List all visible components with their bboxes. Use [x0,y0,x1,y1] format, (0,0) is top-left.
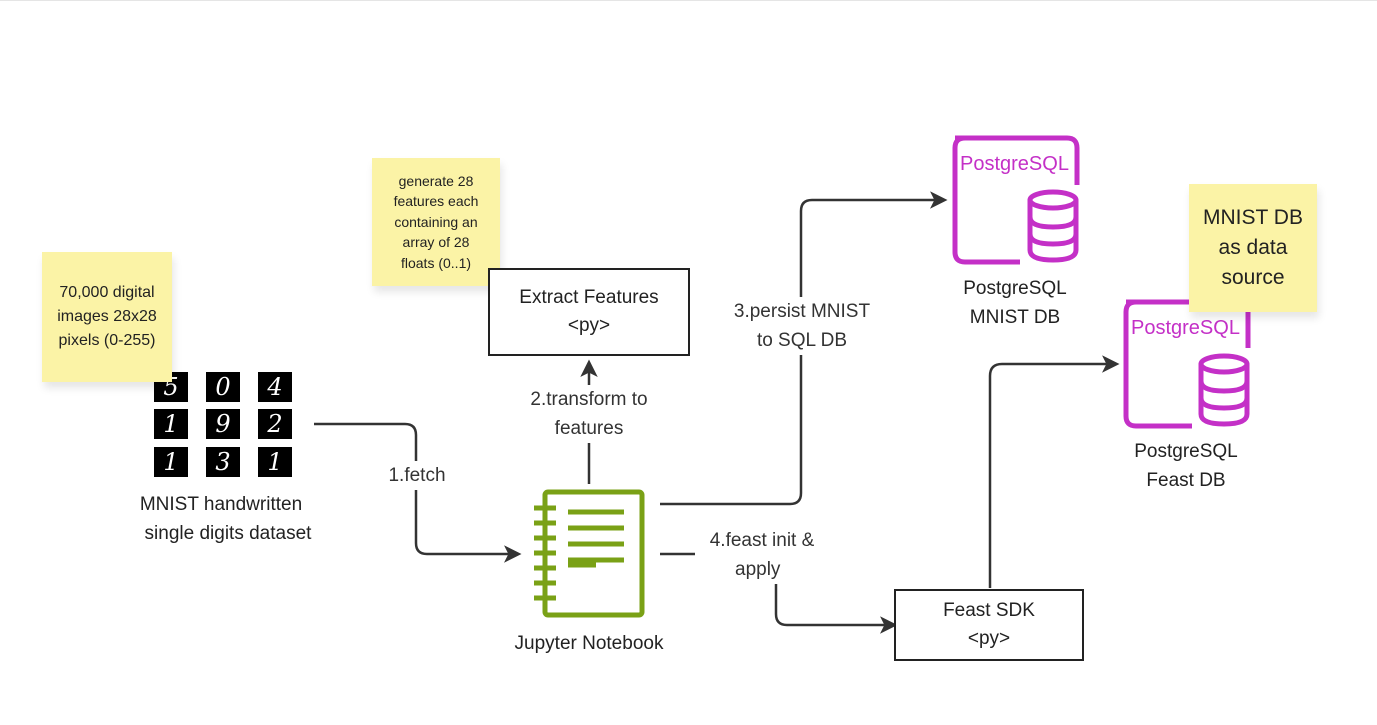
digit-sample: 4 [258,372,292,402]
label-line: MNIST handwritten [139,494,303,515]
edge-feast-to-db [988,355,1120,588]
digit-sample: 3 [206,447,240,477]
label-line: features [554,418,624,439]
top-border [0,0,1377,1]
database-icon [952,135,1080,265]
label-line: MNIST DB [969,307,1061,328]
postgres-feast-label: PostgreSQL Feast DB [1116,437,1256,495]
box-title: Feast SDK [943,600,1035,621]
jupyter-notebook-label: Jupyter Notebook [514,633,664,654]
label-line: Feast DB [1146,470,1226,491]
sticky-note-dataset[interactable]: 70,000 digital images 28x28 pixels (0-25… [42,252,172,382]
box-title: Extract Features [519,287,659,308]
note-line: MNIST DB [1203,206,1303,229]
note-line: generate 28 [398,172,474,189]
sticky-note-data-source[interactable]: MNIST DB as data source [1189,184,1317,312]
label-line: PostgreSQL [963,278,1067,299]
digit-sample: 0 [206,372,240,402]
edge-label-feast-init: 4.feast init & apply [695,526,829,584]
note-line: containing an [394,213,478,230]
extract-features-box[interactable]: Extract Features <py> [488,268,690,356]
mnist-dataset-label: MNIST handwritten single digits dataset [110,490,332,548]
label-line: PostgreSQL [1134,441,1238,462]
digit-sample: 1 [258,447,292,477]
postgres-mnist-label: PostgreSQL MNIST DB [945,274,1085,332]
note-line: features each [393,193,479,210]
label-line: 3.persist MNIST [733,301,871,322]
box-subtitle: <py> [967,628,1011,649]
edge-label-transform: 2.transform to features [514,385,664,443]
note-line: floats (0..1) [400,254,472,271]
edge-label-fetch: 1.fetch [380,461,454,490]
notebook-icon [534,489,645,618]
digit-sample: 1 [154,409,188,439]
feast-sdk-box[interactable]: Feast SDK <py> [894,589,1084,661]
postgres-logo-text: PostgreSQL [1131,317,1240,339]
note-line: images 28x28 [57,308,157,325]
label-line: single digits dataset [144,523,312,544]
digit-sample: 9 [206,409,240,439]
note-line: pixels (0-255) [58,332,156,349]
label-line: 4.feast init & [709,530,815,551]
digit-sample: 2 [258,409,292,439]
note-line: 70,000 digital [59,284,155,301]
label-line: 2.transform to [530,389,648,410]
note-line: source [1221,266,1285,289]
note-line: array of 28 [402,234,470,251]
label-line: to SQL DB [756,330,848,351]
postgres-logo-text: PostgreSQL [960,153,1069,175]
note-line: as data [1218,236,1288,259]
digit-sample: 1 [154,447,188,477]
mnist-sample-grid: 5 0 4 1 9 2 1 3 1 [154,372,294,480]
label-line: apply [735,559,781,580]
edge-label-persist: 3.persist MNIST to SQL DB [726,297,878,355]
box-subtitle: <py> [567,315,611,336]
sticky-note-features[interactable]: generate 28 features each containing an … [372,158,500,286]
